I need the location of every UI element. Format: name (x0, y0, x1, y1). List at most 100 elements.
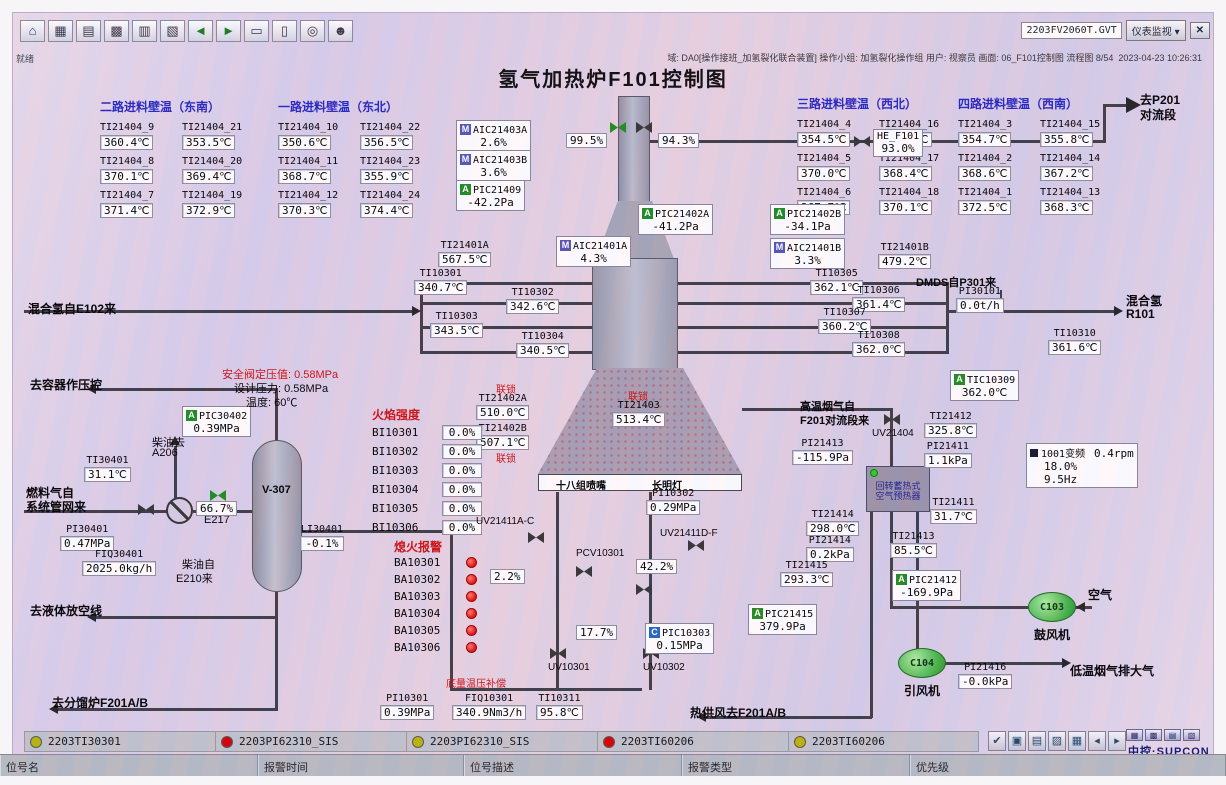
pcv10301-valve-icon[interactable] (576, 566, 592, 577)
tile-icon[interactable]: ▤ (1164, 729, 1181, 741)
flameout-alarm-row[interactable]: BA10305 (394, 624, 477, 637)
valve-position-667[interactable]: 66.7% (196, 501, 238, 516)
valve-position-94[interactable]: 94.3% (658, 133, 700, 148)
alarm-summary-icon[interactable]: ▥ (132, 20, 157, 42)
prev-screen-icon[interactable]: ◂ (1088, 731, 1106, 751)
id-fan-c104[interactable]: C104 (898, 648, 946, 678)
close-button[interactable]: ✕ (1189, 22, 1210, 39)
nav-forward-icon[interactable]: ► (216, 20, 241, 42)
nav-back-icon[interactable]: ◄ (188, 20, 213, 42)
alarm-entry[interactable]: 2203TI30301 (24, 731, 215, 752)
uv21411df-valve-icon[interactable] (688, 540, 704, 551)
instrument-LI30401[interactable]: LI30401-0.1% (300, 524, 344, 551)
fuel-control-valve-icon[interactable] (210, 490, 226, 501)
uv10301-valve-icon[interactable] (550, 648, 566, 659)
trend-icon[interactable]: ▩ (104, 20, 129, 42)
report-icon[interactable]: ▧ (160, 20, 185, 42)
alarm-entry[interactable]: 2203PI62310_SIS (215, 731, 406, 752)
report-icon[interactable]: ▦ (1068, 731, 1086, 751)
alarm-entry[interactable]: 2203TI60206 (597, 731, 788, 752)
valve-position-22[interactable]: 2.2% (490, 569, 525, 584)
screens-icon[interactable]: ▣ (1008, 731, 1026, 751)
flameout-alarm-row[interactable]: BA10301 (394, 556, 477, 569)
vessel-v307[interactable] (252, 440, 302, 592)
exchanger-e217[interactable] (166, 497, 193, 524)
instrument-PI21413[interactable]: PI21413-115.9Pa (792, 438, 853, 465)
alarm-entry[interactable]: 2203TI60206 (788, 731, 979, 752)
valve-position-99[interactable]: 99.5% (566, 133, 608, 148)
trend-icon[interactable]: ▨ (1048, 731, 1066, 751)
valve-position-422[interactable]: 42.2% (636, 559, 678, 574)
instrument-PI21416[interactable]: PI21416-0.0kPa (958, 662, 1013, 689)
overview-icon[interactable]: ▦ (48, 20, 73, 42)
valve-position-177[interactable]: 17.7% (576, 625, 618, 640)
page-prev-icon[interactable]: ▭ (244, 20, 269, 42)
uv21411ac-valve-icon[interactable] (528, 532, 544, 543)
bypass-valve-icon[interactable] (636, 584, 652, 595)
view-mode-select[interactable]: 仪表监视 ▾ (1125, 20, 1186, 41)
instrument-vfd-1001[interactable]: 1001变频 0.4rpm 18.0% 9.5Hz (1026, 443, 1138, 488)
stack-damper-b-valve-icon[interactable] (636, 122, 652, 133)
flameout-alarm-row[interactable]: BA10302 (394, 573, 477, 586)
user-icon[interactable]: ☻ (328, 20, 353, 42)
he-f101-damper-valve-icon[interactable] (854, 136, 870, 147)
stack-damper-a-valve-icon[interactable] (610, 122, 626, 133)
